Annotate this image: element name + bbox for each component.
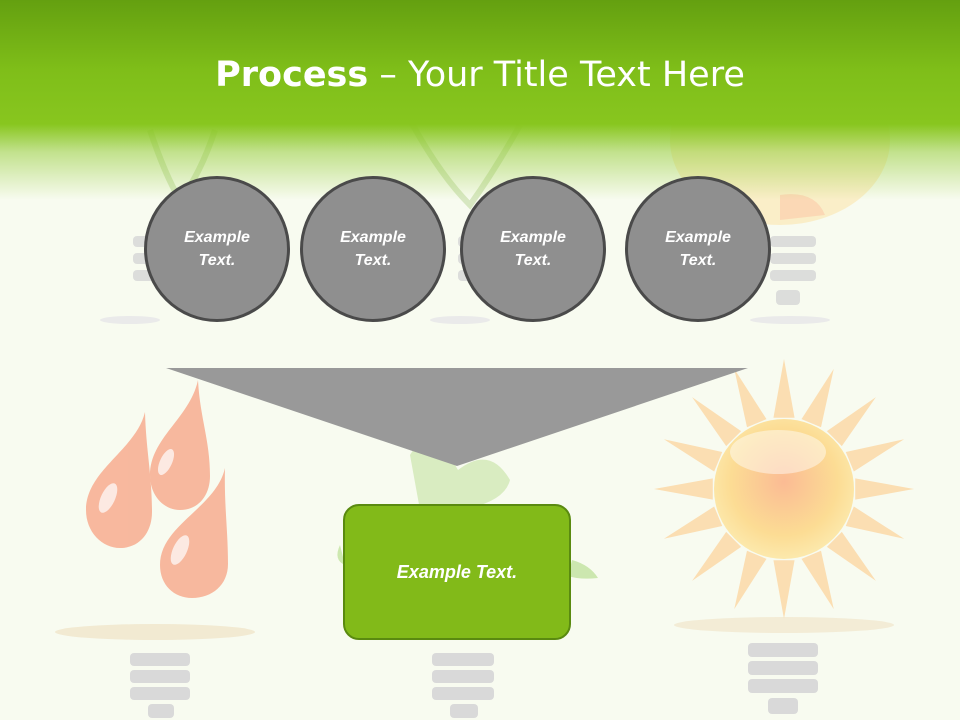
title-bold: Process (215, 55, 369, 95)
sun-ray (654, 478, 713, 500)
sun-ray (692, 397, 742, 447)
sun-ray (663, 506, 723, 539)
sun-ray (826, 397, 876, 447)
result-box[interactable]: Example Text. (343, 504, 571, 640)
sun-ray (801, 368, 834, 428)
sun-ray (773, 560, 795, 619)
sun-icon (654, 359, 914, 619)
sun-ray (826, 531, 876, 581)
sun-ray (734, 368, 767, 428)
sun-ray (773, 359, 795, 418)
slide-title: Process – Your Title Text Here (0, 52, 960, 98)
funnel-arrow (166, 368, 748, 466)
sun-ray (855, 478, 914, 500)
sun-ray (663, 439, 723, 472)
water-drops-icon (86, 380, 228, 598)
header-band (0, 0, 960, 200)
sun-ray (801, 550, 834, 610)
sun-ray (845, 439, 905, 472)
result-text: Example Text. (396, 561, 518, 582)
bulb-base-icon (130, 643, 818, 718)
sun-ray (734, 550, 767, 610)
sun-ray (845, 506, 905, 539)
title-rest: – Your Title Text Here (368, 55, 745, 95)
sun-ray (692, 531, 742, 581)
